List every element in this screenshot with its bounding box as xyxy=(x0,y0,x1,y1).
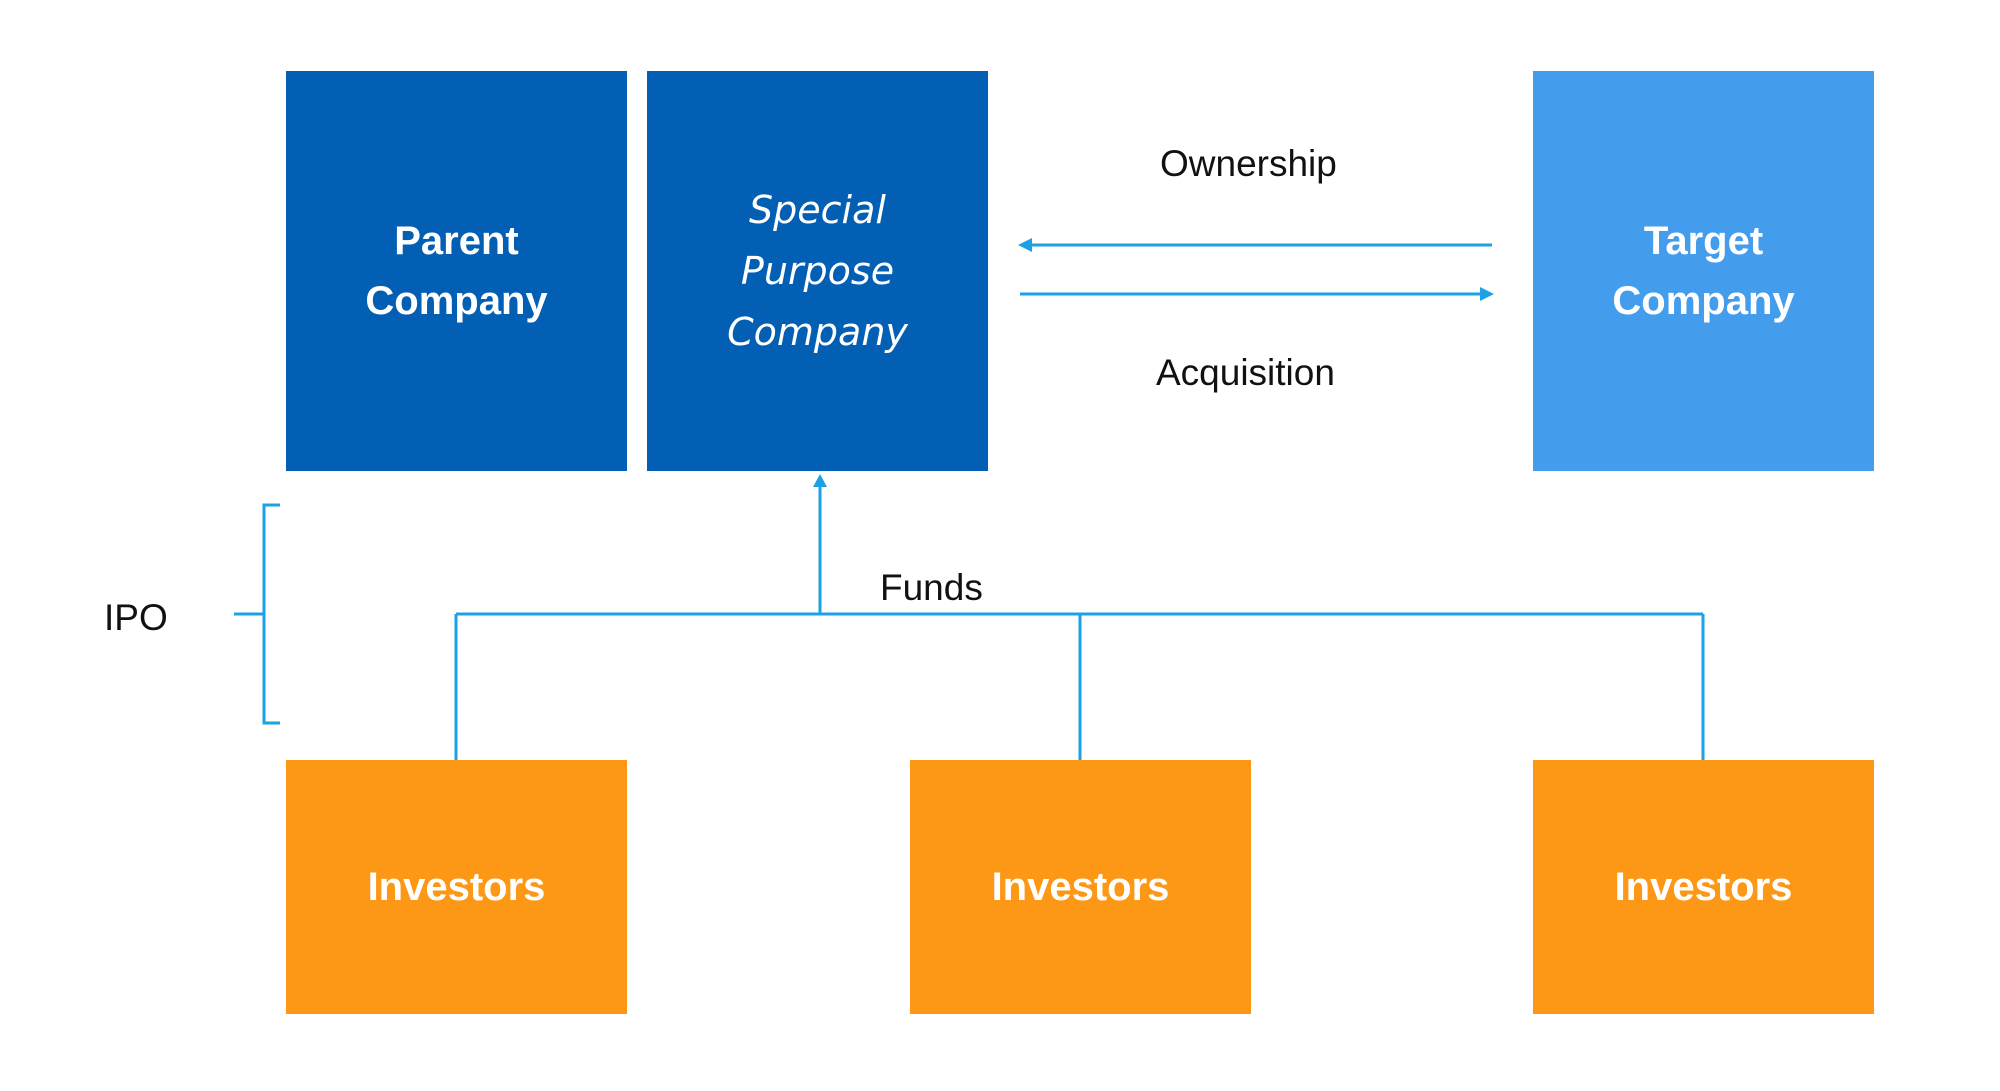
investors-box-2: Investors xyxy=(910,760,1251,1014)
ipo-bracket xyxy=(234,503,280,725)
target-company-label-line-1: Target xyxy=(1643,219,1764,263)
investors-label-1: Investors xyxy=(367,865,546,909)
investors-box-1: Investors xyxy=(286,760,627,1014)
acquisition-label: Acquisition xyxy=(1156,352,1335,393)
ownership-label: Ownership xyxy=(1160,143,1337,184)
target-company-label-line-2: Company xyxy=(1612,279,1795,323)
special-purpose-company-box: Special Purpose Company xyxy=(647,71,988,471)
funds-label: Funds xyxy=(880,567,983,608)
ownership-arrow xyxy=(1018,238,1492,252)
acquisition-arrow xyxy=(1020,287,1494,301)
investors-label-2: Investors xyxy=(991,865,1170,909)
ipo-label: IPO xyxy=(104,597,168,638)
parent-company-label-line-2: Company xyxy=(365,279,548,323)
parent-company-label-line-1: Parent xyxy=(394,219,519,263)
spc-label-line-3: Company xyxy=(727,309,908,354)
investors-box-3: Investors xyxy=(1533,760,1874,1014)
funds-arrowhead xyxy=(813,474,827,487)
spc-label-line-1: Special xyxy=(749,187,886,232)
investors-label-3: Investors xyxy=(1614,865,1793,909)
spc-label-line-2: Purpose xyxy=(740,248,895,293)
parent-company-box: Parent Company xyxy=(286,71,627,471)
target-company-box: Target Company xyxy=(1533,71,1874,471)
funds-connector-tree xyxy=(454,474,1705,760)
